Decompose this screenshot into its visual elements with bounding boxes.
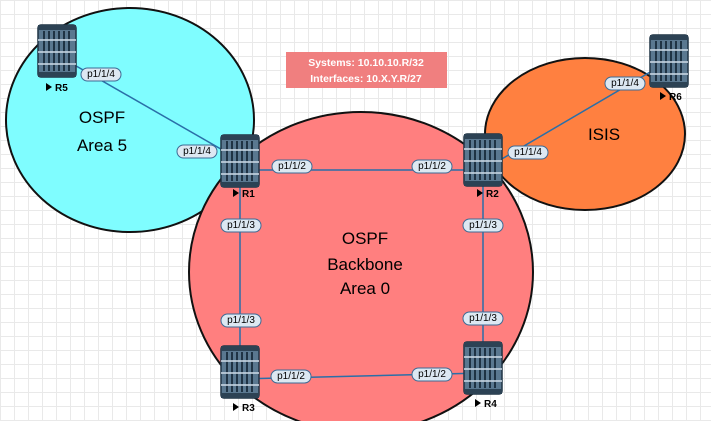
- port-r5-p1[interactable]: p1/1/4: [80, 67, 122, 82]
- addressing-info-box: [286, 52, 447, 88]
- router-r4-caption: R4: [475, 399, 497, 410]
- svg-text:p1/1/3: p1/1/3: [469, 313, 497, 324]
- port-r6-p1[interactable]: p1/1/4: [604, 76, 646, 91]
- svg-text:p1/1/2: p1/1/2: [418, 161, 446, 172]
- ospf-backbone-region: [188, 111, 534, 421]
- info-interfaces-text: Interfaces: 10.X.Y.R/27: [310, 73, 422, 85]
- port-r1-to-r3[interactable]: p1/1/3: [220, 218, 262, 233]
- router-r6[interactable]: [649, 34, 689, 88]
- port-r2-to-r1[interactable]: p1/1/2: [411, 159, 453, 174]
- port-r2-to-r4[interactable]: p1/1/3: [462, 218, 504, 233]
- router-r3-name: R3: [242, 403, 255, 414]
- port-r4-to-r3[interactable]: p1/1/2: [411, 367, 453, 382]
- svg-text:p1/1/2: p1/1/2: [418, 369, 446, 380]
- router-r6-caption: R6: [660, 92, 682, 103]
- port-r1-to-r5[interactable]: p1/1/4: [176, 144, 218, 159]
- router-r5-name: R5: [55, 83, 68, 94]
- port-r3-to-r4[interactable]: p1/1/2: [270, 369, 312, 384]
- area5-label-line1: OSPF: [79, 108, 125, 127]
- port-r1-to-r2[interactable]: p1/1/2: [271, 159, 313, 174]
- router-r5-caption: R5: [46, 83, 68, 94]
- svg-text:p1/1/2: p1/1/2: [278, 161, 306, 172]
- play-arrow-icon: [475, 399, 481, 407]
- router-r4[interactable]: [463, 341, 503, 395]
- router-r2[interactable]: [463, 133, 503, 187]
- router-r2-caption: R2: [477, 189, 499, 200]
- port-r3-to-r1[interactable]: p1/1/3: [220, 313, 262, 328]
- router-r1[interactable]: [220, 134, 260, 188]
- router-r1-caption: R1: [233, 189, 255, 200]
- port-r4-to-r2[interactable]: p1/1/3: [462, 311, 504, 326]
- play-arrow-icon: [233, 189, 239, 197]
- play-arrow-icon: [233, 403, 239, 411]
- router-r3-caption: R3: [233, 403, 255, 414]
- router-r6-name: R6: [669, 92, 682, 103]
- router-r1-name: R1: [242, 189, 255, 200]
- svg-text:p1/1/4: p1/1/4: [87, 69, 115, 80]
- port-r2-to-r6[interactable]: p1/1/4: [507, 145, 549, 160]
- info-systems-text: Systems: 10.10.10.R/32: [308, 57, 424, 69]
- svg-text:p1/1/3: p1/1/3: [227, 315, 255, 326]
- svg-text:p1/1/3: p1/1/3: [469, 220, 497, 231]
- svg-text:p1/1/4: p1/1/4: [611, 78, 639, 89]
- backbone-label-line3: Area 0: [340, 279, 390, 298]
- play-arrow-icon: [477, 189, 483, 197]
- backbone-label-line1: OSPF: [342, 229, 388, 248]
- router-r2-name: R2: [486, 189, 499, 200]
- play-arrow-icon: [46, 83, 52, 91]
- backbone-label-line2: Backbone: [327, 255, 403, 274]
- svg-text:p1/1/2: p1/1/2: [277, 371, 305, 382]
- area5-label-line2: Area 5: [77, 136, 127, 155]
- svg-text:p1/1/4: p1/1/4: [183, 146, 211, 157]
- svg-text:p1/1/4: p1/1/4: [514, 147, 542, 158]
- play-arrow-icon: [660, 92, 666, 100]
- svg-text:p1/1/3: p1/1/3: [227, 220, 255, 231]
- router-r3[interactable]: [220, 345, 260, 399]
- router-r5[interactable]: [37, 24, 77, 78]
- isis-label: ISIS: [588, 125, 620, 144]
- router-r4-name: R4: [484, 399, 497, 410]
